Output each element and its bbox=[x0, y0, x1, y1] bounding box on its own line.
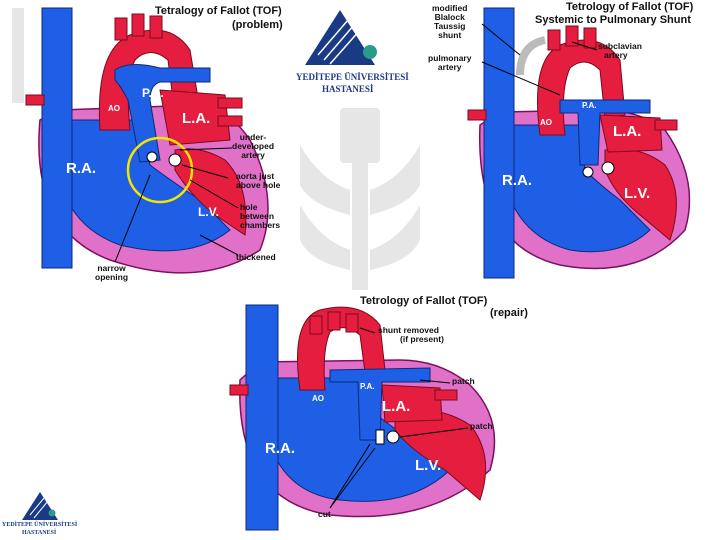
aorta-branch bbox=[565, 25, 579, 47]
left-atrium bbox=[159, 89, 231, 146]
label-ra: R.A. bbox=[265, 440, 295, 457]
aorta bbox=[537, 39, 626, 136]
label-ao: AO bbox=[540, 118, 552, 127]
label-shunt-removed: shunt removed (if present) bbox=[378, 325, 444, 344]
label-underdeveloped-artery: under- developed artery bbox=[232, 132, 275, 160]
label-la: L.A. bbox=[382, 398, 411, 415]
logo-line1: YEDİTEPE ÜNİVERSİTESİ bbox=[296, 72, 409, 82]
valve-icon bbox=[146, 151, 158, 163]
label-pa: P.A. bbox=[142, 86, 164, 100]
label-ao: AO bbox=[108, 104, 120, 113]
repair-title: Tetrology of Fallot (TOF) bbox=[360, 295, 488, 307]
valve-icon bbox=[601, 161, 615, 175]
problem-subtitle: (problem) bbox=[232, 19, 283, 31]
aorta-branch bbox=[131, 13, 145, 37]
label-ra: R.A. bbox=[502, 172, 532, 189]
valve-icon bbox=[168, 153, 182, 167]
label-la: L.A. bbox=[182, 110, 211, 127]
left-atrium bbox=[381, 384, 443, 423]
aorta-branch bbox=[114, 17, 128, 41]
pulmonary-vein bbox=[434, 389, 458, 401]
patch bbox=[375, 429, 385, 445]
highlight-circle bbox=[126, 136, 194, 204]
label-subclavian-artery: subclavian artery bbox=[598, 41, 642, 60]
logo-line2: HASTANESİ bbox=[322, 84, 374, 94]
label-ra: R.A. bbox=[66, 160, 96, 177]
vena-cava bbox=[483, 7, 515, 279]
label-patch-mid: patch bbox=[470, 421, 493, 431]
vena-cava bbox=[41, 7, 73, 269]
valve-icon bbox=[386, 430, 400, 444]
aorta-branch bbox=[309, 315, 323, 335]
pulmonary-vein bbox=[654, 119, 678, 131]
pulmonary-vein bbox=[217, 97, 243, 109]
left-atrium bbox=[599, 114, 663, 153]
label-narrow-opening: narrow opening bbox=[95, 263, 129, 282]
pulmonary-artery bbox=[559, 99, 651, 166]
shunt-subtitle: Systemic to Pulmonary Shunt bbox=[535, 14, 691, 26]
pulmonary-vein bbox=[229, 384, 249, 396]
aorta-branch bbox=[149, 15, 163, 39]
valve-icon bbox=[582, 166, 594, 178]
pulmonary-vein bbox=[467, 109, 487, 121]
vena-cava bbox=[245, 304, 279, 531]
problem-title: Tetralogy of Fallot (TOF) bbox=[155, 5, 282, 17]
pulmonary-vein bbox=[217, 115, 243, 127]
label-lv: L.V. bbox=[624, 185, 651, 202]
small-logo-line2: HASTANESİ bbox=[22, 530, 57, 536]
label-pa: P.A. bbox=[360, 382, 375, 391]
label-la: L.A. bbox=[613, 123, 642, 140]
label-thickened: thickened bbox=[236, 252, 276, 262]
aorta-branch bbox=[345, 313, 359, 333]
repair-subtitle: (repair) bbox=[490, 307, 528, 319]
aorta-branch bbox=[327, 311, 341, 331]
label-ao: AO bbox=[312, 394, 324, 403]
aorta-branch bbox=[547, 29, 561, 51]
label-patch-top: patch bbox=[452, 376, 475, 386]
small-logo-line1: YEDİTEPE ÜNİVERSİTESİ bbox=[2, 522, 78, 528]
shunt-title: Tetrology of Fallot (TOF) bbox=[566, 1, 694, 13]
pulmonary-vein bbox=[25, 94, 45, 106]
left-ventricle bbox=[604, 148, 677, 241]
label-cut: cut bbox=[318, 509, 331, 519]
label-modified-blalock-taussig-shunt: modified Blalock Taussig shunt bbox=[432, 3, 468, 40]
label-hole-between-chambers: hole between chambers bbox=[240, 202, 281, 230]
label-lv: L.V. bbox=[198, 205, 219, 219]
label-aorta-above-hole: aorta just above hole bbox=[236, 171, 281, 190]
label-pulmonary-artery: pulmonary artery bbox=[428, 53, 472, 72]
label-pa: P.A. bbox=[582, 101, 597, 110]
pulmonary-artery bbox=[114, 64, 211, 163]
shunt-tube bbox=[516, 36, 547, 76]
label-lv: L.V. bbox=[415, 457, 442, 474]
